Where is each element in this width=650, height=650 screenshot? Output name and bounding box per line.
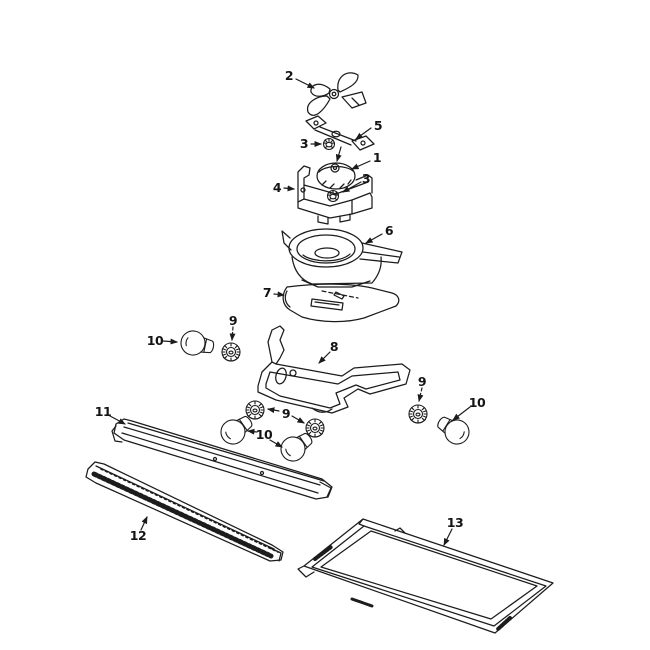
callout-fan-blade: 2 [284,67,294,83]
nut-upper [322,137,336,151]
socket-center-2 [305,418,325,438]
motor-bracket [297,165,373,225]
leader-bulb-center-1 [247,428,258,435]
socket-center-1 [245,400,265,420]
leader-bulb-center-2 [269,439,283,448]
leader-grille [140,516,148,531]
callout-bulb-right: 10 [468,394,486,410]
bulb-center-2 [275,426,318,467]
grille [85,461,284,562]
leader-motor-bracket [283,185,295,192]
fan-motor [316,162,356,190]
fan-blade [306,72,367,116]
leader-lamp-housing [318,351,331,364]
fan-shroud [281,228,403,288]
leader-nut-lower [342,181,362,193]
leader-bulb-right [452,406,471,421]
callout-shroud-plate: 7 [262,284,272,300]
callout-sockets-center: 9 [281,405,291,421]
callout-glass-shelf: 13 [446,514,464,530]
leader-trim-shield [109,415,126,425]
callout-lamp-housing: 8 [329,338,339,354]
shroud-plate [282,283,400,323]
bulb-right [432,410,475,450]
leader-socket-right [417,387,424,402]
leader-arrows [109,78,471,546]
leader-motor-shaft [335,146,342,162]
callout-fan-motor: 1 [372,149,382,165]
leader-fan-shroud [365,233,383,244]
callout-mount-strap: 5 [373,117,383,133]
callout-socket-right: 9 [417,373,427,389]
socket-left [221,342,241,362]
leader-socket-center-1 [267,407,280,414]
callout-trim-shield: 11 [94,403,112,419]
bulb-left [178,328,217,360]
trim-shield [111,418,333,500]
glass-shelf [297,518,554,634]
callout-grille: 12 [129,527,147,543]
callout-nut-upper: 3 [299,135,309,151]
leader-socket-left [229,326,236,341]
lamp-housing [257,325,411,414]
callout-motor-bracket: 4 [272,179,282,195]
callout-bulb-left: 10 [146,332,164,348]
leader-fan-blade [295,78,315,89]
leader-mount-strap [355,127,372,140]
bulb-center-1 [215,409,258,450]
leader-fan-motor [351,160,371,170]
leader-glass-shelf [443,528,453,546]
leader-socket-center-2 [291,415,305,424]
socket-right [408,404,428,424]
leader-bulb-left [162,338,178,345]
callout-fan-shroud: 6 [384,222,394,238]
leader-shroud-plate [273,291,285,298]
callout-socket-left: 9 [228,312,238,328]
callout-bulbs-center: 10 [255,426,273,442]
callout-nut-lower: 3 [361,170,371,186]
